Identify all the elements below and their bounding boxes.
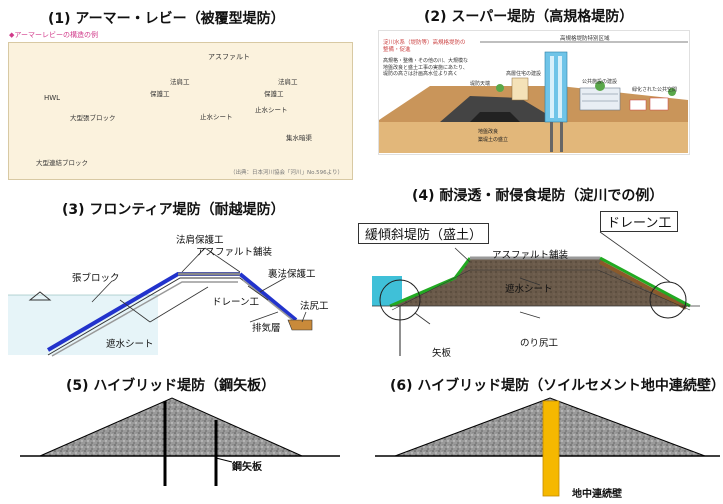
- panel1-subtitle: ◆アーマーレビーの構造の例: [9, 31, 98, 39]
- panel5-drawing: [20, 397, 340, 486]
- house-building: [511, 77, 529, 101]
- p2-label-d: 堤防天端: [470, 81, 491, 87]
- p2-label-f: 築堤土の盛立: [478, 137, 509, 143]
- p2-label-e: 地盤改良: [478, 129, 499, 135]
- title-hybrid-soil-cement: (6) ハイブリッド堤防（ソイルセメント地中連続壁）: [390, 378, 723, 394]
- panel3-drawing: [8, 247, 313, 357]
- p4-box-gentle-slope: 緩傾斜堤防（盛土）: [358, 223, 490, 244]
- p3-label-top-protect: 法肩保護工: [176, 235, 224, 246]
- p5-label-steel-sheet: 鋼矢板: [232, 462, 262, 473]
- p3-label-vent: 排気層: [252, 323, 281, 334]
- p4-label-pile: 矢板: [432, 348, 452, 359]
- panel2-drawing: [379, 41, 688, 153]
- p1-label-hwl: HWL: [44, 94, 61, 102]
- p1-label-protect: 保護工: [150, 90, 170, 98]
- p1-label-block-linked: 大型連結ブロック: [36, 159, 88, 167]
- p3-label-back-protect: 裏法保護工: [268, 269, 316, 280]
- panel2-frame: [378, 30, 690, 155]
- p6-label-wall: 地中連続壁: [572, 489, 622, 500]
- title-frontier-levee: (3) フロンティア堤防（耐越堤防）: [62, 202, 285, 218]
- p2-note-body: 高規格・整備・その他の川、大規模な地盤改良と盛土工事の実施にあたり、堤防の高さは…: [383, 58, 469, 77]
- p1-label-drain: 集水暗渠: [286, 134, 312, 142]
- p2-label-a: 高層住宅の建設: [506, 71, 542, 77]
- p2-width-label: 高規格堤防特別区域: [560, 36, 610, 42]
- p3-label-toe: 法尻工: [300, 301, 329, 312]
- title-hybrid-steel: (5) ハイブリッド堤防（鋼矢板）: [66, 378, 276, 394]
- panel6-drawing: [375, 397, 720, 497]
- p2-label-c: 緑化された公共空間: [632, 87, 678, 93]
- p1-label-shield-sheet-left: 止水シート: [200, 113, 233, 121]
- title-seepage-levee: (4) 耐浸透・耐侵食堤防（淀川での例）: [412, 188, 664, 204]
- p1-label-shield-sheet-right: 止水シート: [255, 106, 288, 114]
- title-super-levee: (2) スーパー堤防（高規格堤防）: [424, 9, 634, 25]
- panel4-drawing: [372, 231, 700, 356]
- p1-label-fill-top-right: 法肩工: [278, 78, 298, 86]
- p1-label-fill-top: 法肩工: [170, 78, 190, 86]
- p4-label-toe: のり尻工: [520, 338, 559, 349]
- p1-label-asphalt: アスファルト: [208, 53, 250, 61]
- p3-label-drain: ドレーン工: [212, 297, 260, 308]
- panel1-frame: [8, 42, 353, 180]
- soil-cement-wall: [542, 400, 560, 497]
- p4-box-drain: ドレーン工: [600, 211, 679, 232]
- p3-label-shield: 遮水シート: [106, 339, 154, 350]
- p3-label-asphalt: アスファルト舗装: [196, 247, 273, 258]
- p2-note-title: 淀川水系（堤防等）高規格堤防の整備・促進: [383, 40, 466, 53]
- p1-source: （出典：日本河川協会「河川」No.596より）: [230, 170, 344, 176]
- p4-label-shield: 遮水シート: [505, 284, 553, 295]
- p4-label-asphalt: アスファルト舗装: [492, 250, 569, 261]
- title-armour-levee: (1) アーマー・レビー（被覆型堤防）: [48, 11, 285, 27]
- p1-label-block-large: 大型張ブロック: [70, 114, 116, 122]
- p1-label-protect-right: 保護工: [264, 90, 284, 98]
- p3-label-block: 張ブロック: [72, 273, 120, 284]
- p2-label-b: 公共施設の建設: [582, 79, 618, 85]
